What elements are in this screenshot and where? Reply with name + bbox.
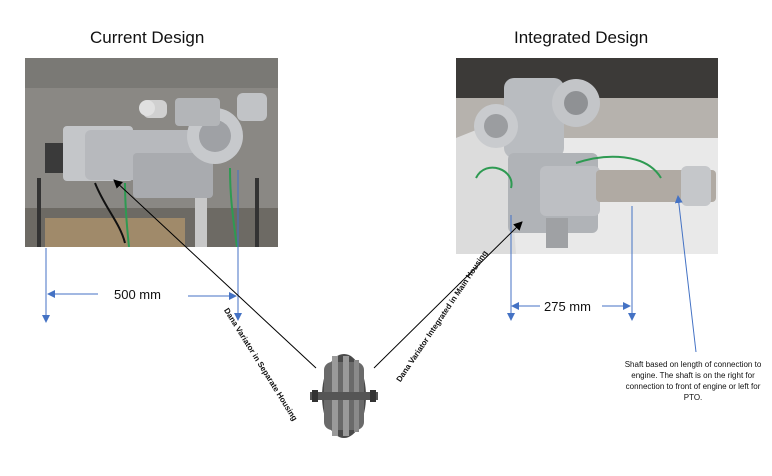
integrated-design-photo: [456, 58, 718, 254]
integrated-design-title: Integrated Design: [514, 28, 649, 47]
shaft-pointer: [674, 195, 697, 353]
integrated-length-label: 275 mm: [544, 299, 591, 314]
integrated-housing-pointer: [373, 221, 523, 369]
current-length-label: 500 mm: [114, 287, 161, 302]
current-design-title: Current Design: [90, 28, 205, 47]
separate-housing-pointer: [113, 179, 317, 369]
dana-variator-photo: [310, 348, 378, 444]
shaft-note: Shaft based on length of connection to e…: [624, 360, 762, 402]
